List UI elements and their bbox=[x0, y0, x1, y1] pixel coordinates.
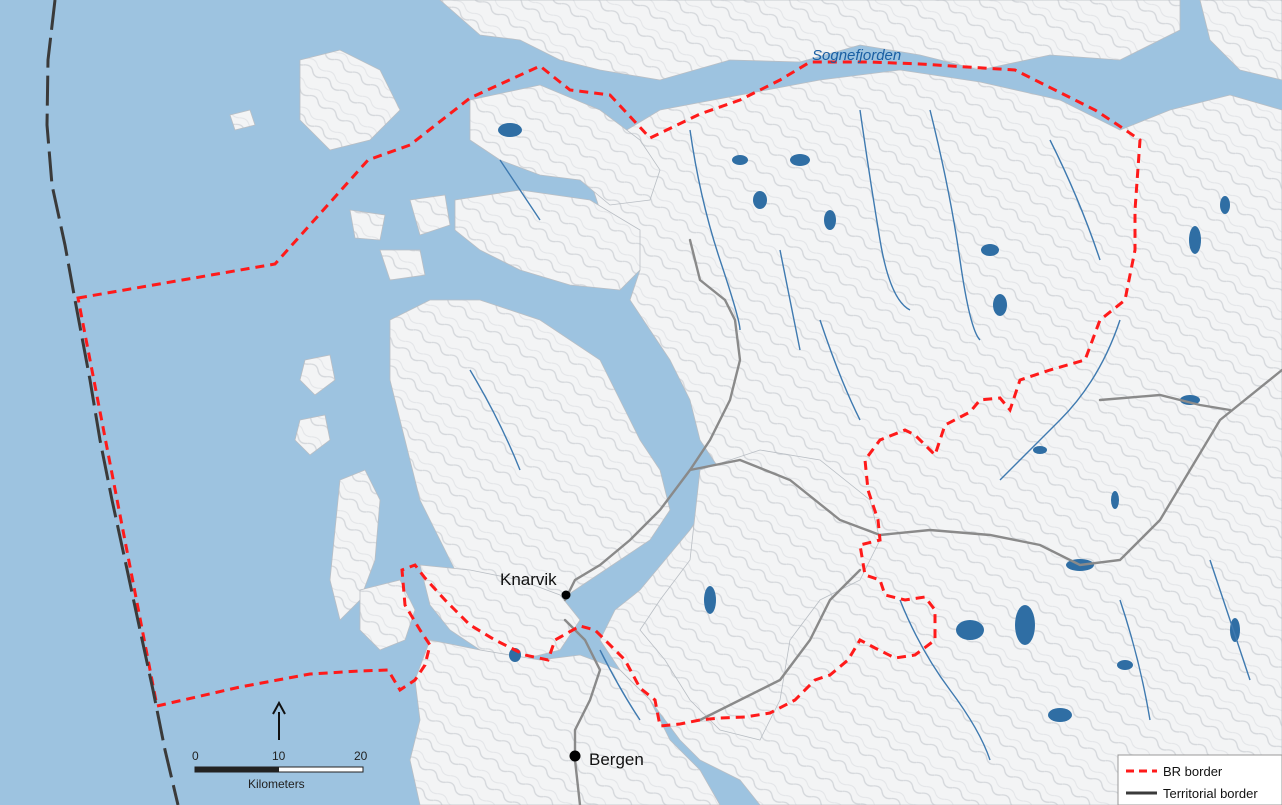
scale-tick-0: 0 bbox=[192, 749, 199, 763]
fjord-label: Sognefjorden bbox=[812, 47, 901, 64]
bergen-marker bbox=[569, 750, 581, 762]
lakes bbox=[498, 123, 1240, 722]
legend: BR border Territorial border bbox=[1117, 754, 1282, 805]
knarvik-label: Knarvik bbox=[500, 570, 557, 589]
rivers bbox=[469, 109, 1251, 761]
scale-bar: 0 10 20 Kilometers bbox=[192, 749, 368, 791]
scale-tick-20: 20 bbox=[354, 749, 368, 763]
land-masses bbox=[229, 0, 1282, 805]
north-arrow-icon bbox=[272, 700, 286, 740]
bergen-label: Bergen bbox=[589, 750, 644, 769]
br-border bbox=[76, 60, 1142, 728]
legend-territorial-border-label: Territorial border bbox=[1163, 786, 1258, 801]
knarvik-marker bbox=[561, 590, 571, 600]
scale-unit-label: Kilometers bbox=[248, 777, 305, 791]
legend-br-border-label: BR border bbox=[1163, 764, 1223, 779]
scale-tick-10: 10 bbox=[272, 749, 286, 763]
territorial-border bbox=[45, 0, 180, 805]
